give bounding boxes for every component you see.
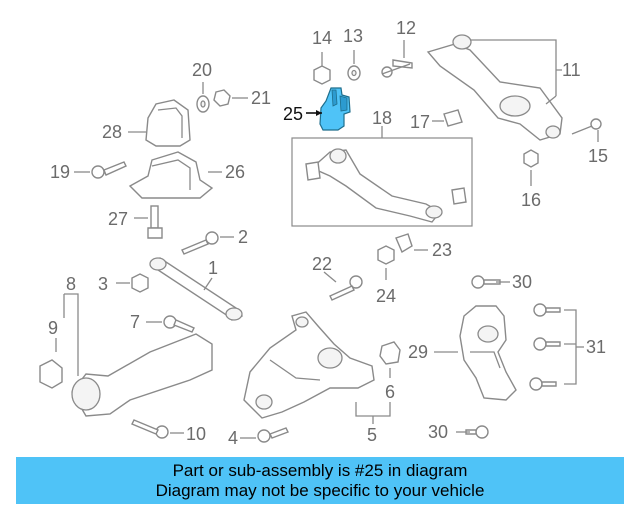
part-22-bolt: 22 [312, 254, 363, 301]
callout-12: 12 [396, 18, 416, 38]
part-24-nut: 24 [376, 245, 396, 306]
callout-29: 29 [408, 342, 428, 362]
callout-5: 5 [367, 425, 377, 445]
callout-25: 25 [283, 104, 303, 124]
callout-30-top: 30 [512, 272, 532, 292]
callout-24: 24 [376, 286, 396, 306]
callout-27: 27 [108, 209, 128, 229]
callout-31: 31 [586, 337, 606, 357]
banner-line-1: Part or sub-assembly is #25 in diagram [172, 461, 468, 480]
banner-line-2: Diagram may not be specific to your vehi… [155, 481, 485, 500]
callout-23: 23 [432, 240, 452, 260]
part-18-upper-arm: 18 [291, 108, 473, 227]
callout-17: 17 [410, 112, 430, 132]
part-6-nut: 6 [379, 341, 401, 402]
callout-13: 13 [343, 26, 363, 46]
part-13-washer: 13 [343, 26, 363, 81]
part-26-mount: 26 [128, 151, 245, 199]
info-banner: Part or sub-assembly is #25 in diagram D… [16, 457, 624, 504]
part-11-lower-arm: 11 [426, 34, 581, 141]
callout-26: 26 [225, 162, 245, 182]
callout-20: 20 [192, 60, 212, 80]
part-10-bolt: 10 [131, 419, 206, 444]
part-4-bolt: 4 [228, 427, 289, 448]
part-21-nut: 21 [213, 88, 271, 108]
callout-4: 4 [228, 428, 238, 448]
part-28-cover: 28 [102, 99, 191, 147]
callout-28: 28 [102, 122, 122, 142]
callout-11: 11 [562, 60, 581, 80]
part-2-bolt: 2 [181, 227, 248, 255]
callout-6: 6 [385, 382, 395, 402]
part-30-bolt-top: 30 [471, 272, 532, 292]
part-12-bolt: 12 [381, 18, 416, 78]
part-27-bolt: 27 [108, 205, 163, 239]
callout-5-bracket: 5 [355, 402, 391, 445]
callout-10: 10 [186, 424, 206, 444]
callout-3: 3 [98, 274, 108, 294]
part-7-bolt: 7 [130, 312, 195, 333]
part-25-highlighted[interactable]: 25 [283, 87, 351, 131]
part-16-nut: 16 [521, 149, 541, 210]
part-17-bushing: 17 [410, 109, 463, 132]
part-1-link: 1 [149, 257, 244, 321]
part-19-bolt: 19 [50, 161, 127, 182]
part-31-bolts: 31 [529, 303, 606, 391]
callout-19: 19 [50, 162, 70, 182]
parts-diagram: 25 11 12 13 14 15 [39, 18, 608, 448]
part-23-bracket: 23 [395, 233, 452, 260]
part-knuckle [243, 311, 375, 419]
part-29-hub-carrier: 29 [408, 305, 517, 401]
callout-2: 2 [238, 227, 248, 247]
callout-14: 14 [312, 28, 332, 48]
part-3-nut: 3 [98, 273, 149, 294]
callout-16: 16 [521, 190, 541, 210]
part-15-bolt: 15 [571, 118, 608, 166]
callout-18: 18 [372, 108, 392, 128]
callout-21: 21 [251, 88, 271, 108]
callout-8: 8 [66, 274, 76, 294]
callout-22: 22 [312, 254, 332, 274]
part-14-nut: 14 [312, 28, 332, 85]
callout-30-bottom: 30 [428, 422, 448, 442]
part-30-bolt-bottom: 30 [428, 422, 489, 442]
callout-15: 15 [588, 146, 608, 166]
part-8-trailing-arm: 8 9 [39, 274, 213, 417]
callout-9: 9 [48, 318, 58, 338]
part-20-washer: 20 [192, 60, 212, 113]
callout-7: 7 [130, 312, 140, 332]
callout-1: 1 [208, 258, 218, 278]
